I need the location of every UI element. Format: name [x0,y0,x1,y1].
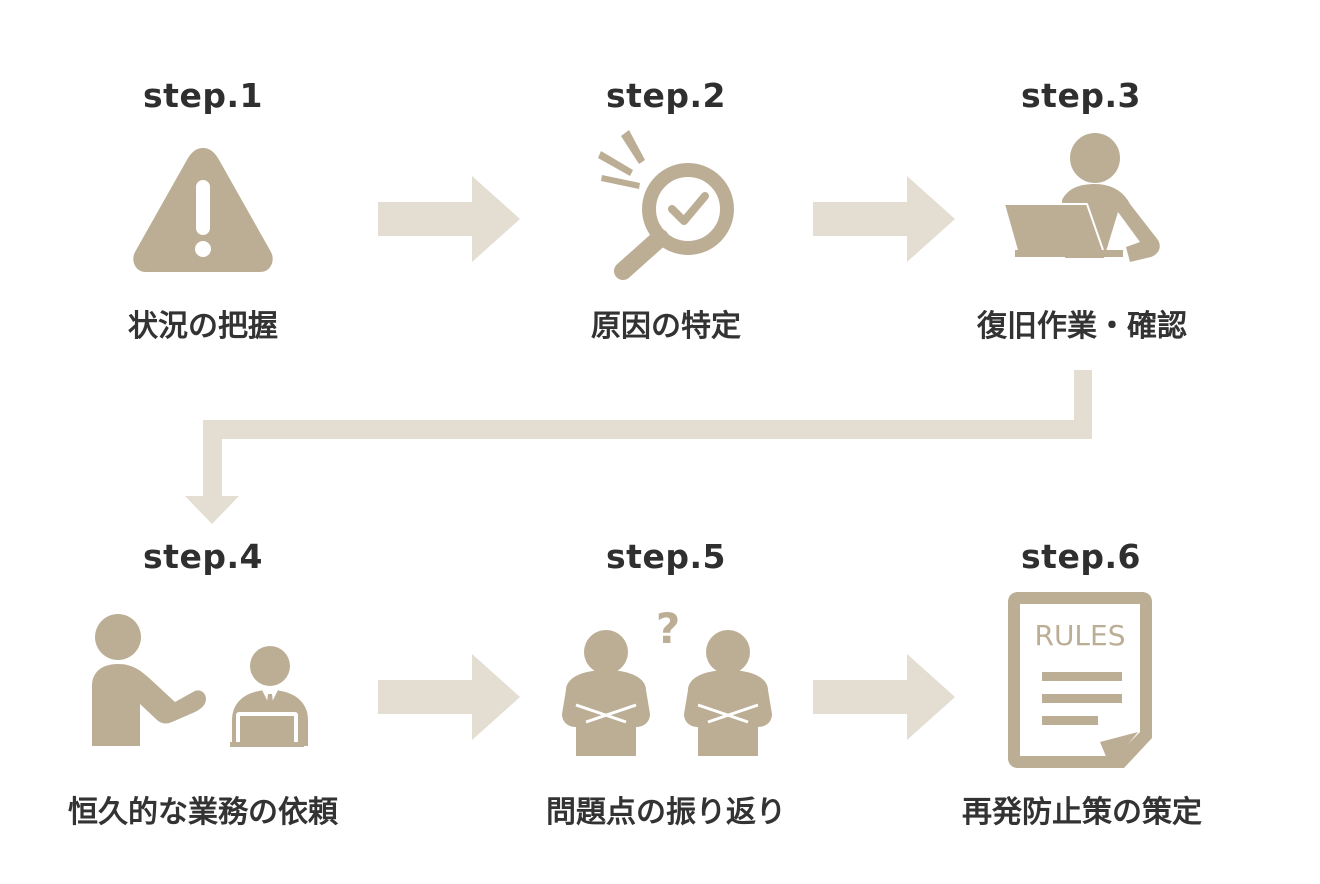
step3-label: step.3 [1021,76,1141,115]
arrow-step4-to-step5 [378,654,520,740]
step6-caption: 再発防止策の策定 [962,795,1202,830]
rules-document-icon: RULES [1008,592,1152,768]
person-laptop-icon [1005,133,1160,262]
people-thinking-icon: ? [562,604,772,756]
question-mark: ? [656,604,680,653]
warning-icon [133,148,273,272]
step5-label: step.5 [606,537,726,576]
connector-step3-to-step4 [185,370,1092,524]
arrow-step5-to-step6 [813,654,955,740]
arrow-step1-to-step2 [378,176,520,262]
step1-label: step.1 [143,76,263,115]
step4-label: step.4 [143,537,263,576]
step5-caption: 問題点の振り返り [546,795,786,830]
step1-caption: 状況の把握 [128,309,278,344]
magnifier-check-icon [598,130,734,280]
step6-label: step.6 [1021,537,1141,576]
rules-title: RULES [1034,619,1125,652]
arrow-step2-to-step3 [813,176,955,262]
step3-caption: 復旧作業・確認 [977,309,1187,344]
step2-caption: 原因の特定 [591,309,741,344]
step2-label: step.2 [606,76,726,115]
person-requesting-icon [92,614,308,747]
step4-caption: 恒久的な業務の依頼 [68,795,338,830]
